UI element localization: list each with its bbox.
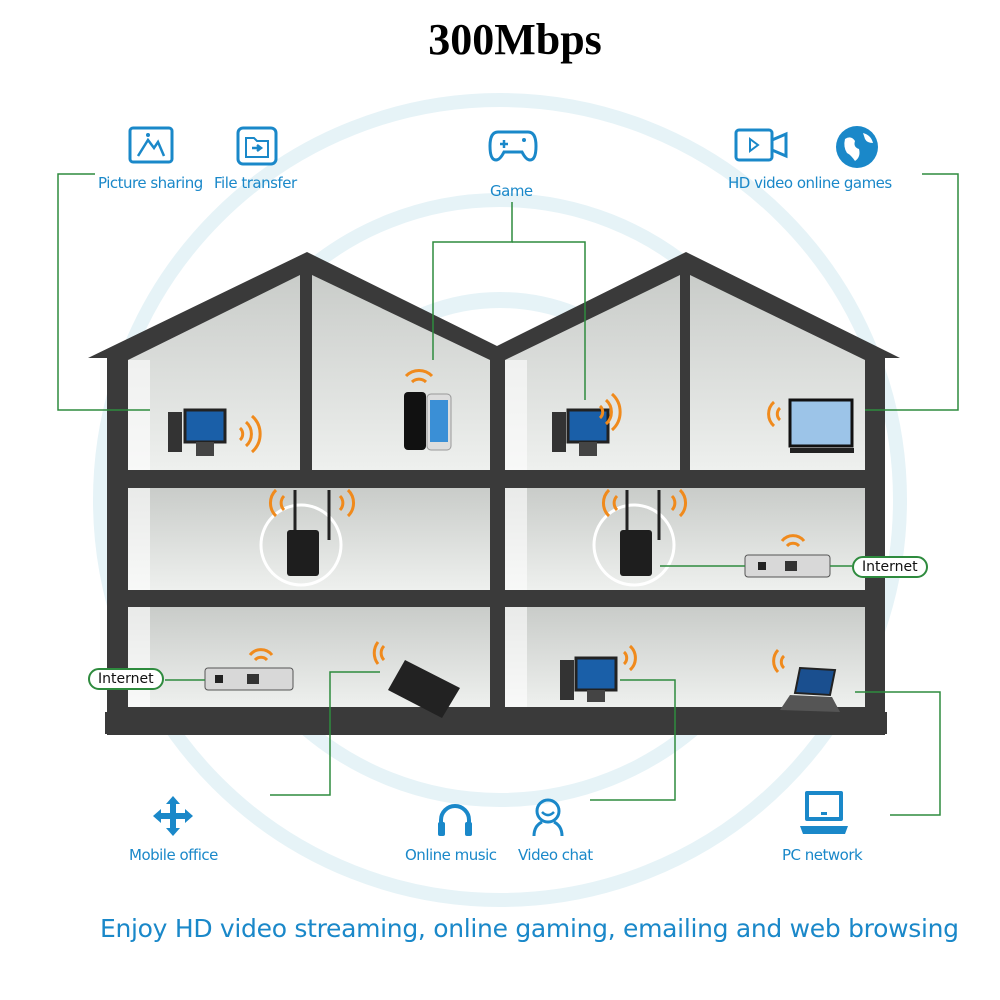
wifi-extender	[592, 490, 676, 587]
gamepad-icon	[488, 130, 538, 162]
desktop-pc-device	[552, 408, 610, 456]
file-transfer-label: File transfer	[214, 174, 297, 192]
picture-sharing-label: Picture sharing	[98, 174, 203, 192]
picture-icon	[128, 126, 174, 164]
tablet-device	[388, 660, 460, 718]
desktop-pc-device	[168, 408, 227, 456]
mobile-office-label: Mobile office	[129, 846, 218, 864]
page-title: 300Mbps	[428, 15, 602, 64]
laptop-device	[780, 666, 840, 712]
wifi-signal-icons	[238, 369, 806, 674]
router-device	[744, 554, 831, 578]
online-music-label: Online music	[405, 846, 497, 864]
move-arrows-icon	[153, 796, 193, 836]
video-chat-label: Video chat	[518, 846, 593, 864]
room	[505, 275, 680, 470]
internet-badge-right: Internet	[852, 556, 928, 578]
pc-network-label: PC network	[782, 846, 863, 864]
connector-lines	[57, 173, 959, 816]
laptop-icon	[800, 791, 848, 834]
globe-icon	[836, 126, 878, 168]
wifi-extender	[259, 490, 343, 587]
hd-video-label: HD video online games	[728, 174, 892, 192]
tv-device	[788, 398, 854, 453]
router-device	[204, 667, 294, 691]
file-transfer-icon	[236, 126, 278, 166]
video-chat-icon	[532, 798, 564, 837]
tagline: Enjoy HD video streaming, online gaming,…	[100, 914, 959, 943]
headphones-icon	[438, 804, 472, 836]
house	[88, 252, 900, 735]
video-camera-icon	[734, 128, 788, 162]
game-label: Game	[490, 182, 533, 200]
desktop-pc-device	[560, 656, 618, 702]
smartphones-device	[404, 392, 452, 451]
internet-badge-left: Internet	[88, 668, 164, 690]
